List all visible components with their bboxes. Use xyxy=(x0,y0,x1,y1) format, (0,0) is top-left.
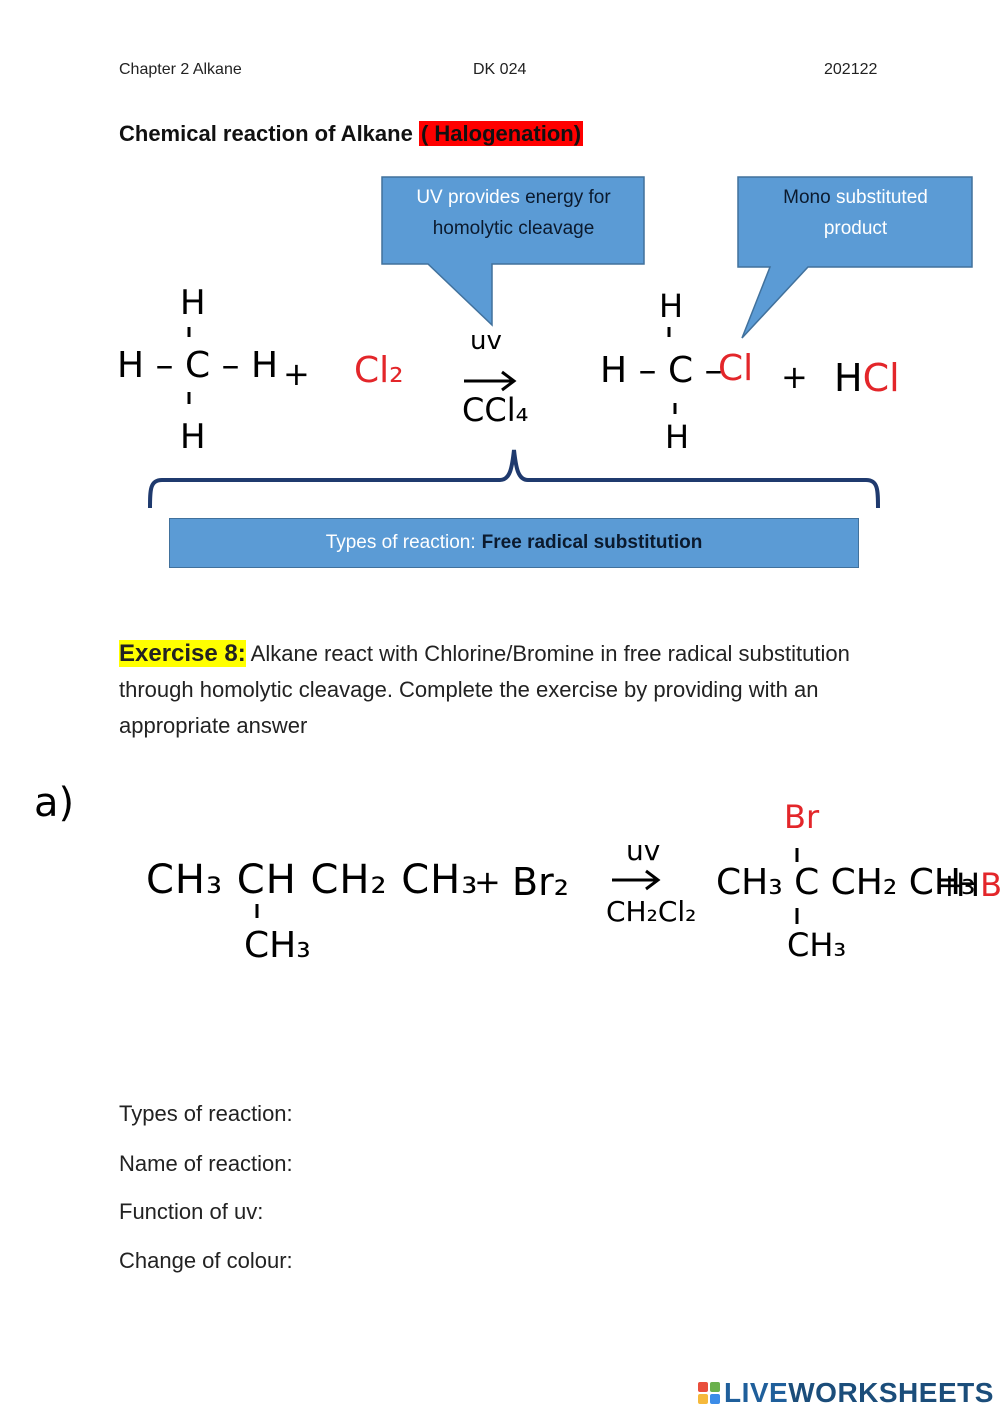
mono-callout-shape xyxy=(737,176,973,339)
product-chlorine: Cl xyxy=(718,348,754,389)
exercise-text: Exercise 8: Alkane react with Chlorine/B… xyxy=(119,636,879,744)
methane-h-bottom: H xyxy=(180,417,206,457)
question-name: Name of reaction: xyxy=(119,1151,293,1176)
part-a-plus-2: + xyxy=(936,866,963,904)
solvent-condition: CCl₄ xyxy=(462,391,529,429)
part-a-arrowhead xyxy=(645,869,661,891)
reaction-type-value: Free radical substitution xyxy=(481,532,703,553)
mono-callout: Mono substituted product xyxy=(783,187,928,239)
product-h-bottom: H xyxy=(665,418,690,456)
exercise-body: Alkane react with Chlorine/Bromine in fr… xyxy=(119,641,850,738)
reaction-brace xyxy=(148,449,880,509)
question-uv-function: Function of uv: xyxy=(119,1199,264,1224)
part-a-solvent-condition: CH₂Cl₂ xyxy=(606,895,697,928)
uv-callout: UV provides energy for homolytic cleavag… xyxy=(416,187,611,239)
question-colour-change: Change of colour: xyxy=(119,1248,293,1273)
part-a-reactant: CH₃ CH CH₂ CH₃ xyxy=(146,857,479,903)
callout-shapes xyxy=(148,176,973,509)
question-types: Types of reaction: xyxy=(119,1101,293,1126)
plus-sign-1: + xyxy=(283,355,310,393)
session-label: 202122 xyxy=(824,61,878,78)
methane-main: H – C – H xyxy=(117,345,279,386)
logo-icon xyxy=(698,1382,720,1404)
part-a-label: a) xyxy=(34,780,75,826)
hbr-product: HBr xyxy=(956,866,1000,904)
title-text: Chemical reaction of Alkane xyxy=(119,121,419,146)
title-highlight: ( Halogenation) xyxy=(418,121,584,146)
part-a-uv-condition: uv xyxy=(626,834,661,867)
uv-condition: uv xyxy=(470,326,502,356)
part-a-plus-1: + xyxy=(474,863,501,901)
uv-callout-shape xyxy=(381,176,645,327)
methane-h-top: H xyxy=(180,283,206,323)
reaction-type-label: Types of reaction: xyxy=(325,532,476,553)
part-a-reactant-branch: CH₃ xyxy=(244,925,311,966)
liveworksheets-logo: LIVEWORKSHEETS xyxy=(698,1377,994,1409)
hcl-product: HCl xyxy=(834,356,900,400)
exercise-label: Exercise 8: xyxy=(119,640,246,667)
part-a-product-br: Br xyxy=(784,798,820,836)
reaction-type-box: Types of reaction: Free radical substitu… xyxy=(169,518,859,568)
chlorine-reagent: Cl₂ xyxy=(354,350,404,391)
part-a-bonds xyxy=(255,848,799,924)
product-h-top: H xyxy=(659,287,684,325)
course-code: DK 024 xyxy=(473,61,527,78)
reaction1-arrowhead xyxy=(501,370,517,392)
page-title: Chemical reaction of Alkane ( Halogenati… xyxy=(119,121,584,147)
chapter-label: Chapter 2 Alkane xyxy=(119,61,242,78)
plus-sign-2: + xyxy=(781,358,808,396)
bromine-reagent: Br₂ xyxy=(512,860,569,904)
product-main: H – C – xyxy=(600,350,734,391)
part-a-product-branch: CH₃ xyxy=(787,926,847,964)
part-a-product: CH₃ C CH₂ CH₃ xyxy=(716,862,976,903)
